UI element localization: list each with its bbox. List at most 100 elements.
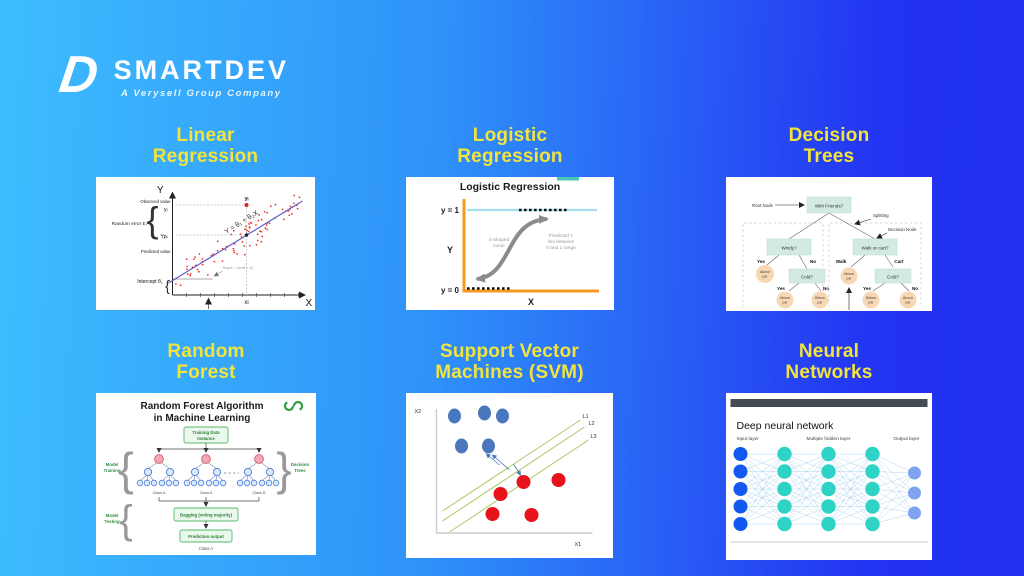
y1-label: y = 1 xyxy=(441,206,460,215)
scatter-dot xyxy=(263,211,266,213)
cold-label: Cold? xyxy=(801,275,813,280)
svg-primitive: Training Data xyxy=(192,430,220,435)
card-title-logistic-regression: Logistic Regression xyxy=(406,125,614,167)
scatter-dot xyxy=(249,221,252,224)
x-axis-label: X xyxy=(306,298,313,309)
title-line: Regression xyxy=(457,146,563,167)
splitting-arrow xyxy=(854,218,872,226)
windy-box xyxy=(766,238,812,256)
scatter-dot xyxy=(256,239,259,242)
svg-primitive: par xyxy=(905,301,911,305)
branch-no: No xyxy=(823,286,829,291)
chart-title-2: in Machine Learning xyxy=(154,413,251,424)
scatter-dot xyxy=(236,253,238,255)
branch-yes: Yes xyxy=(863,286,871,291)
nn-link xyxy=(784,453,829,490)
red-class-point xyxy=(493,487,508,501)
branch-yes: Yes xyxy=(757,259,765,264)
card-title-decision-trees: Decision Trees xyxy=(726,125,932,167)
left-subtree-frame xyxy=(742,222,824,307)
scatter-dot xyxy=(233,249,235,252)
tree-leaf xyxy=(165,479,173,487)
nn-neuron xyxy=(821,499,836,514)
logo-text: SMARTDEV A Verysell Group Company xyxy=(114,50,290,99)
title-line: Decision xyxy=(788,125,870,146)
nn-link xyxy=(784,488,829,525)
nn-neuron xyxy=(865,516,880,532)
nn-link xyxy=(740,453,785,472)
random-forest-image: Random Forest Algorithm in Machine Learn… xyxy=(96,393,316,555)
rf-tree: Class B xyxy=(236,454,280,495)
smartdev-logo: D SMARTDEV A Verysell Group Company xyxy=(56,46,290,104)
walk-or-cart-box xyxy=(852,238,898,256)
gfg-logo-icon xyxy=(283,400,304,412)
scatter-dot xyxy=(274,203,277,206)
nn-links xyxy=(740,453,915,525)
nn-neuron xyxy=(821,446,836,462)
card-title-svm: Support Vector Machines (SVM) xyxy=(406,341,613,383)
svg-primitive: par xyxy=(868,301,874,305)
svg-primitive xyxy=(900,282,910,292)
nn-link xyxy=(784,453,829,525)
tree-leaf xyxy=(150,479,158,487)
output-layer-label: Output layer xyxy=(893,436,920,442)
svm-diagram: X2 X1 L1 L2 L3 xyxy=(415,405,597,548)
scatter-dot xyxy=(179,284,182,287)
nn-link xyxy=(828,471,873,525)
tree-root xyxy=(201,454,211,464)
random-forest-diagram: Random Forest Algorithm in Machine Learn… xyxy=(103,400,309,551)
scatter-dot xyxy=(216,249,219,252)
nn-link xyxy=(872,472,915,525)
panel-linear-regression: Linear Regression Y = θ₁ + θ₂X xyxy=(96,125,315,310)
red-class-point xyxy=(516,475,531,489)
scatter-dot xyxy=(296,207,299,210)
x-label: X xyxy=(528,297,534,307)
tree-leaf xyxy=(265,479,273,487)
leaf-above-par xyxy=(840,267,858,285)
svg-primitive xyxy=(292,400,304,412)
scatter-dot xyxy=(224,248,227,251)
brand-tagline: A Verysell Group Company xyxy=(120,88,282,99)
l2-label: L2 xyxy=(589,421,595,427)
neural-networks-diagram: Deep neural network Input layer Multiple… xyxy=(730,399,928,543)
error-brace: { xyxy=(146,199,158,240)
tree-leaf xyxy=(212,479,220,487)
scatter-dot xyxy=(258,214,261,216)
rf-tree: Class A xyxy=(183,454,227,495)
linear-regression-image: Y = θ₁ + θ₂X yᵢ Observed value yᵢ Random… xyxy=(96,177,315,310)
scatter-dot xyxy=(232,247,235,250)
scatter-dot xyxy=(255,224,257,226)
nn-neuron xyxy=(777,446,792,462)
chart-title: Logistic Regression xyxy=(460,181,560,193)
nn-link xyxy=(828,453,873,490)
predicted-label-2: lies between xyxy=(548,239,575,245)
nn-link xyxy=(872,471,915,514)
tree-leaf xyxy=(158,479,166,487)
cold-box-right xyxy=(874,268,912,284)
xi-label: xi xyxy=(244,300,248,306)
svg-primitive xyxy=(850,254,866,268)
hyperplane-l1 xyxy=(442,419,581,512)
leaf-above-par xyxy=(756,265,774,283)
nn-link xyxy=(740,453,785,507)
scatter-dot xyxy=(288,214,291,217)
ypi-label: Ypᵢ xyxy=(160,234,167,240)
nn-neuron xyxy=(908,506,921,520)
hidden-layer-label: Multiple hidden layer xyxy=(807,436,851,442)
scatter-dot xyxy=(175,283,177,285)
svg-primitive xyxy=(788,282,800,292)
title-line: Neural xyxy=(798,341,860,362)
nn-neuron xyxy=(777,464,792,479)
nn-neuron xyxy=(821,464,836,479)
svg-primitive xyxy=(798,254,808,270)
s-shaped-label-1: S-shaped xyxy=(489,237,510,243)
predicted-label-3: 0 and 1 range xyxy=(546,245,576,251)
brand-name: SMARTDEV xyxy=(113,55,290,85)
svg-primitive: par xyxy=(817,301,823,305)
decision-trees-brace: } xyxy=(276,443,291,495)
tree-leaf xyxy=(258,479,266,487)
tree-node xyxy=(212,467,222,477)
nn-neuron xyxy=(733,482,748,496)
nn-link xyxy=(872,472,915,507)
red-class-point xyxy=(551,473,566,487)
